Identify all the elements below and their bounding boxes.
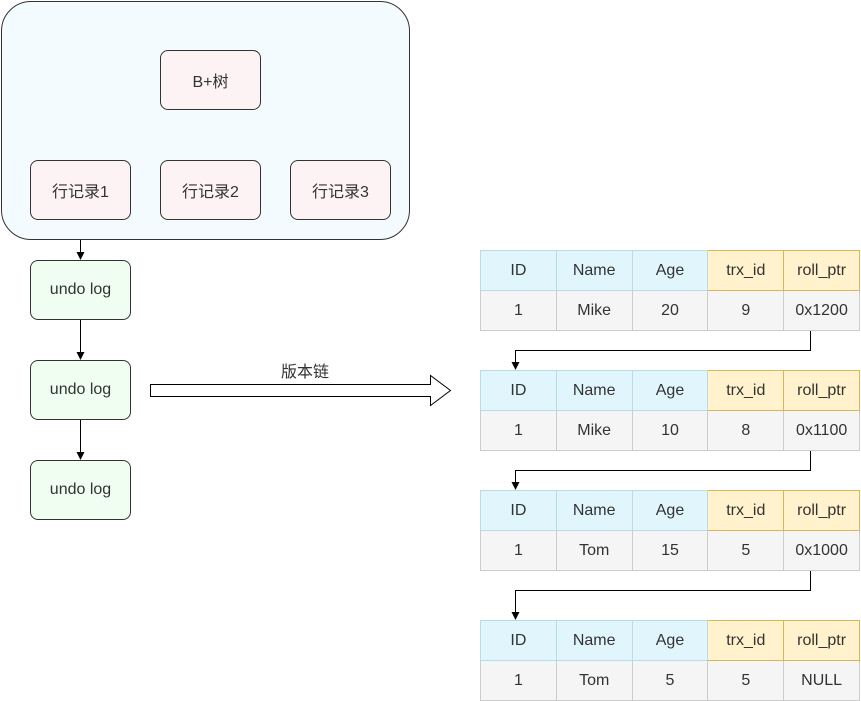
- undo-log-node-1: undo log: [30, 260, 131, 320]
- version-table-3: ID Name Age trx_id roll_ptr 1 Tom 15 5 0…: [480, 490, 860, 571]
- column-header-name: Name: [555, 490, 633, 531]
- row-record-label: 行记录3: [312, 184, 369, 201]
- column-header-age: Age: [631, 370, 709, 411]
- column-header-id: ID: [480, 370, 557, 411]
- column-header-name: Name: [555, 370, 633, 411]
- column-header-trx-id: trx_id: [707, 370, 785, 411]
- table-header-row: ID Name Age trx_id roll_ptr: [480, 250, 860, 291]
- column-header-trx-id: trx_id: [707, 490, 785, 531]
- column-header-roll-ptr: roll_ptr: [783, 490, 860, 531]
- version-table-1: ID Name Age trx_id roll_ptr 1 Mike 20 9 …: [480, 250, 860, 331]
- roll-ptr-link-1: [511, 330, 811, 370]
- column-header-name: Name: [555, 620, 633, 661]
- cell-id: 1: [480, 660, 557, 701]
- cell-id: 1: [480, 410, 557, 451]
- undo-log-label: undo log: [49, 281, 112, 298]
- column-header-name: Name: [555, 250, 633, 291]
- undo-log-label: undo log: [49, 381, 112, 398]
- row-record-label: 行记录1: [52, 184, 109, 201]
- version-chain-label: 版本链: [280, 364, 329, 381]
- version-table-4: ID Name Age trx_id roll_ptr 1 Tom 5 5 NU…: [480, 620, 860, 701]
- cell-trx-id: 8: [707, 410, 785, 451]
- column-header-age: Age: [631, 490, 709, 531]
- table-header-row: ID Name Age trx_id roll_ptr: [480, 490, 860, 531]
- cell-roll-ptr: NULL: [783, 660, 860, 701]
- table-row: 1 Tom 15 5 0x1000: [480, 530, 860, 571]
- cell-name: Tom: [555, 530, 633, 571]
- undo-log-label: undo log: [49, 481, 112, 498]
- column-header-roll-ptr: roll_ptr: [783, 250, 860, 291]
- table-row: 1 Mike 10 8 0x1100: [480, 410, 860, 451]
- cell-roll-ptr: 0x1200: [783, 290, 860, 331]
- table-row: 1 Mike 20 9 0x1200: [480, 290, 860, 331]
- cell-age: 5: [631, 660, 709, 701]
- cell-roll-ptr: 0x1100: [783, 410, 860, 451]
- column-header-trx-id: trx_id: [707, 620, 785, 661]
- row-record-node-3: 行记录3: [290, 160, 391, 220]
- roll-ptr-link-3: [511, 570, 811, 620]
- row-record-label: 行记录2: [182, 184, 239, 201]
- cell-id: 1: [480, 290, 557, 331]
- version-table-2: ID Name Age trx_id roll_ptr 1 Mike 10 8 …: [480, 370, 860, 451]
- column-header-roll-ptr: roll_ptr: [783, 370, 860, 411]
- column-header-age: Age: [631, 250, 709, 291]
- column-header-roll-ptr: roll_ptr: [783, 620, 860, 661]
- btree-root-node: B+树: [160, 50, 261, 110]
- undo-log-node-2: undo log: [30, 360, 131, 420]
- table-row: 1 Tom 5 5 NULL: [480, 660, 860, 701]
- column-header-id: ID: [480, 490, 557, 531]
- column-header-trx-id: trx_id: [707, 250, 785, 291]
- cell-name: Mike: [555, 410, 633, 451]
- cell-name: Mike: [555, 290, 633, 331]
- cell-trx-id: 5: [707, 530, 785, 571]
- version-chain-arrow: [150, 374, 452, 407]
- column-header-id: ID: [480, 250, 557, 291]
- cell-age: 15: [631, 530, 709, 571]
- column-header-id: ID: [480, 620, 557, 661]
- btree-root-label: B+树: [192, 74, 229, 91]
- undo-log-node-3: undo log: [30, 460, 131, 520]
- row-record-node-1: 行记录1: [30, 160, 131, 220]
- cell-id: 1: [480, 530, 557, 571]
- table-header-row: ID Name Age trx_id roll_ptr: [480, 620, 860, 661]
- row-record-node-2: 行记录2: [160, 160, 261, 220]
- roll-ptr-link-2: [511, 450, 811, 490]
- column-header-age: Age: [631, 620, 709, 661]
- cell-roll-ptr: 0x1000: [783, 530, 860, 571]
- cell-age: 20: [631, 290, 709, 331]
- cell-age: 10: [631, 410, 709, 451]
- cell-trx-id: 5: [707, 660, 785, 701]
- table-header-row: ID Name Age trx_id roll_ptr: [480, 370, 860, 411]
- cell-trx-id: 9: [707, 290, 785, 331]
- cell-name: Tom: [555, 660, 633, 701]
